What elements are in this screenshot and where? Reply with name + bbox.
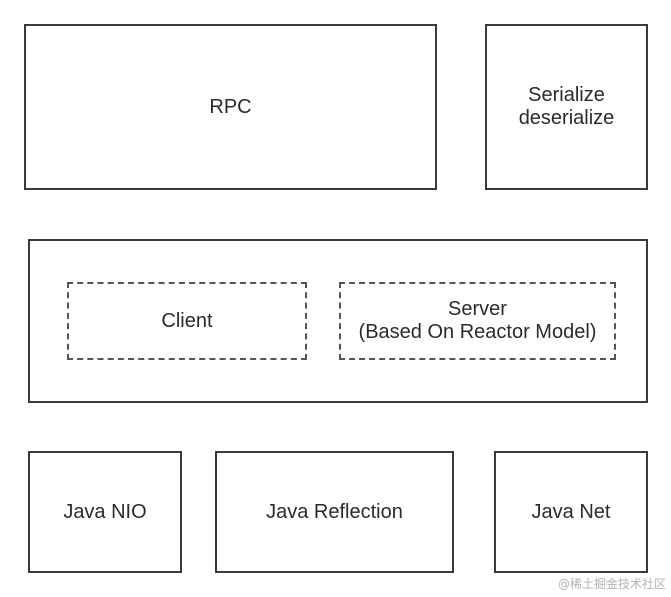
server-label: Server	[448, 298, 507, 320]
java-nio-label: Java NIO	[63, 500, 147, 523]
client-box: Client	[67, 282, 307, 360]
java-net-label: Java Net	[531, 500, 611, 523]
java-net-box: Java Net	[494, 451, 648, 573]
client-label: Client	[161, 309, 213, 332]
java-reflection-label: Java Reflection	[266, 500, 403, 523]
server-reactor-label: (Based On Reactor Model)	[358, 321, 597, 343]
rpc-box: RPC	[24, 24, 437, 190]
watermark: @稀土掘金技术社区	[557, 577, 666, 591]
java-reflection-box: Java Reflection	[215, 451, 454, 573]
serialize-label-group: Serialize deserialize	[519, 84, 615, 130]
serialize-box: Serialize deserialize	[485, 24, 648, 190]
java-nio-box: Java NIO	[28, 451, 182, 573]
server-box: Server (Based On Reactor Model)	[339, 282, 616, 360]
rpc-label: RPC	[209, 95, 252, 118]
serialize-label: Serialize	[528, 84, 605, 106]
deserialize-label: deserialize	[518, 107, 615, 129]
